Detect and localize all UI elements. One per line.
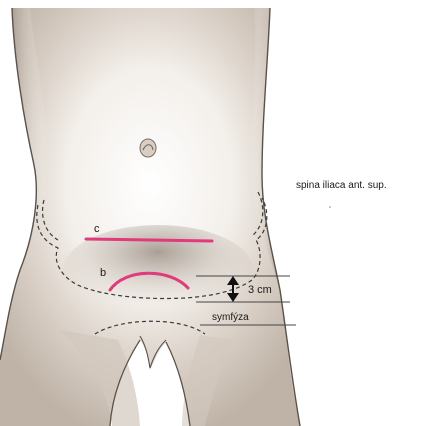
incision-b-label: b: [100, 267, 106, 279]
distance-label: 3 cm: [248, 284, 272, 296]
symphysis-label: symfýza: [212, 312, 249, 323]
incision-c-label: c: [94, 223, 100, 235]
spina-marker-dot: [329, 206, 331, 208]
navel: [140, 139, 156, 157]
spina-iliaca-label: spina iliaca ant. sup.: [296, 180, 387, 191]
incision-c-line: [86, 239, 212, 241]
